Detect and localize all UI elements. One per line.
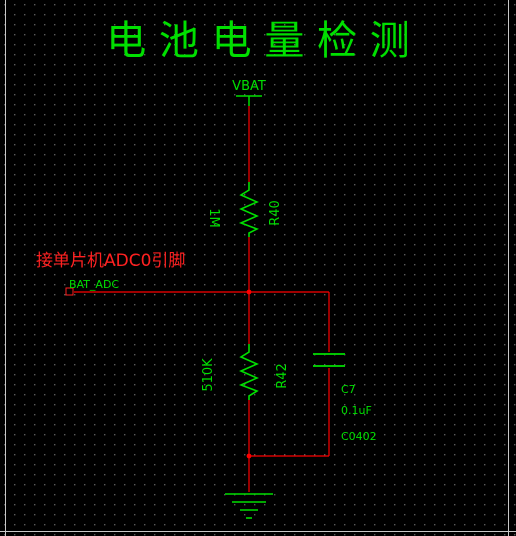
vbat-label: VBAT bbox=[232, 79, 266, 94]
bottom-border-line bbox=[0, 531, 516, 532]
schematic-title: 电 池 电 量 检 测 bbox=[106, 18, 410, 64]
c7-package: C0402 bbox=[341, 430, 377, 443]
port-square bbox=[65, 287, 74, 296]
vbat-power-symbol[interactable]: VBAT bbox=[232, 79, 266, 106]
r42-value: 510K bbox=[201, 358, 216, 392]
ground-symbol[interactable] bbox=[225, 493, 273, 519]
wires bbox=[74, 106, 330, 492]
r40-value: 1M bbox=[206, 208, 221, 228]
bat-adc-port[interactable]: BAT_ADC bbox=[65, 278, 119, 296]
resistor-r42[interactable]: 510K R42 bbox=[201, 344, 290, 400]
c7-designator: C7 bbox=[341, 383, 356, 396]
c7-value: 0.1uF bbox=[341, 404, 372, 417]
resistor-r40[interactable]: 1M R40 bbox=[206, 182, 283, 237]
bat-adc-label: BAT_ADC bbox=[69, 278, 119, 291]
capacitor-c7[interactable]: C7 0.1uF C0402 bbox=[313, 353, 377, 443]
adc-annotation: 接单片机ADC0引脚 bbox=[36, 251, 185, 271]
junction-dot-gnd bbox=[246, 453, 252, 459]
left-border-line bbox=[5, 0, 6, 536]
right-border-line bbox=[508, 0, 509, 536]
junction-dot-adc bbox=[246, 289, 252, 295]
r42-designator: R42 bbox=[275, 363, 290, 389]
r40-designator: R40 bbox=[268, 200, 283, 226]
